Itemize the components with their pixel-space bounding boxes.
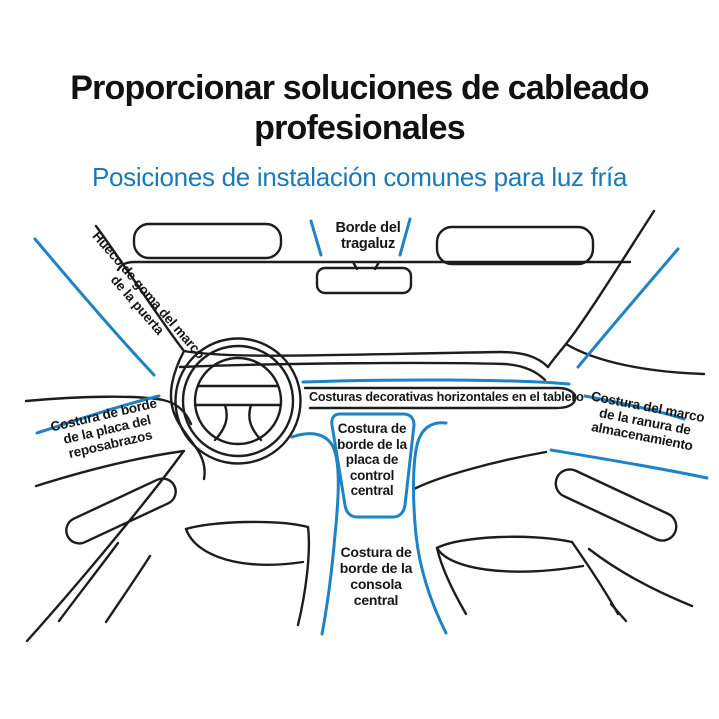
right-a-pillar (564, 209, 656, 346)
page-title: Proporcionar soluciones de cableado prof… (70, 69, 649, 147)
left-a-pillar (94, 224, 186, 353)
car-interior-outline (24, 209, 706, 643)
passenger-seat-top (435, 535, 574, 550)
left-door-top (24, 395, 193, 426)
highlight-control-panel-outline (330, 412, 416, 519)
right-armrest-handle (554, 468, 678, 542)
dash-top-edge (182, 349, 550, 369)
left-door-edge (25, 450, 185, 643)
highlight-armrest-seam (35, 394, 161, 435)
rearview-mirror (315, 266, 413, 295)
left-door-crease-1 (57, 541, 120, 623)
highlight-console-left (290, 432, 340, 636)
driver-seat-right (296, 525, 311, 627)
highlight-console-right (412, 421, 448, 635)
wheel-column-left (213, 403, 228, 442)
right-door-crease (609, 602, 628, 623)
right-sill-line (564, 342, 706, 376)
dash-brow-line (178, 361, 547, 382)
label-control-panel: Costura de borde de la placa de control … (337, 421, 407, 498)
page-subtitle: Posiciones de instalación comunes para l… (91, 162, 628, 192)
label-skylight-edge: Borde del tragaluz (335, 220, 401, 252)
left-door-crease-2 (104, 554, 152, 624)
dash-bottom-right (412, 450, 548, 491)
label-dashboard-seams: Costuras decorativas horizontales en el … (308, 389, 584, 404)
wheel-column-right (248, 403, 263, 442)
highlight-left-door-frame (33, 237, 156, 377)
left-door-seam (34, 449, 186, 488)
highlight-skylight-left-tick (309, 219, 323, 257)
passenger-seat-cushion (435, 546, 585, 573)
right-pillar-join (546, 342, 568, 369)
highlight-skylight-right-tick (398, 217, 412, 257)
label-center-console: Costura de borde de la consola central (339, 544, 413, 608)
driver-seat-cushion (184, 527, 305, 566)
steering-wheel-inner (193, 356, 283, 446)
left-armrest-handle (65, 477, 177, 545)
driver-seat-top (184, 520, 310, 531)
passenger-seat-left (435, 546, 468, 616)
highlight-dash-seam (301, 378, 571, 386)
highlight-storage-upper (583, 394, 686, 421)
install-position-highlights (33, 217, 709, 636)
right-door-line (587, 547, 694, 608)
highlight-storage-lower (549, 448, 709, 480)
left-sun-visor (132, 222, 283, 260)
steering-wheel-outer (174, 337, 302, 465)
steering-wheel-rim (181, 344, 295, 458)
right-sun-visor (435, 225, 595, 266)
highlight-right-pillar (576, 247, 680, 369)
headliner-line (116, 260, 632, 272)
dash-label-band (303, 386, 577, 410)
